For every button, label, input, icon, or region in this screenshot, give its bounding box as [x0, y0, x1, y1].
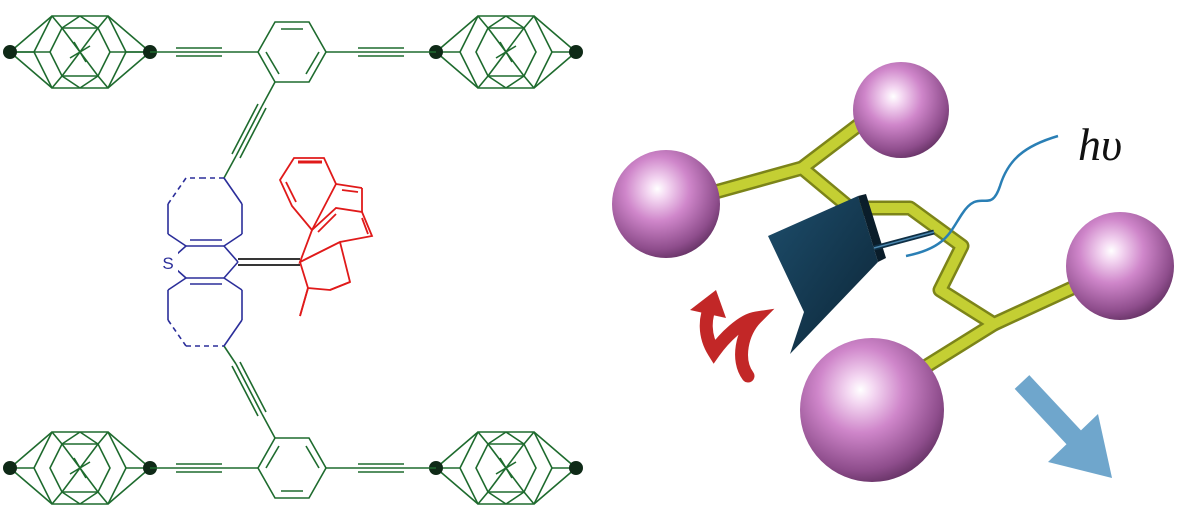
- wheel-top: [853, 62, 949, 158]
- bottom-linker: [150, 345, 436, 499]
- molecular-structure: S: [3, 15, 583, 505]
- light-wave-icon: [905, 134, 1059, 258]
- carborane-cage-top-left: [3, 15, 157, 89]
- wheel-bottom: [800, 338, 944, 482]
- top-linker: [150, 21, 436, 179]
- carborane-cage-top-right: [429, 15, 583, 89]
- carborane-cage-bottom-left: [3, 431, 157, 505]
- nanocar-model: hυ: [612, 62, 1174, 482]
- wheel-right: [1066, 212, 1174, 320]
- stator-core: [167, 177, 243, 347]
- rotor: [278, 157, 374, 317]
- central-double-bond: [238, 258, 300, 266]
- wheel-left: [612, 150, 720, 258]
- sulfur-label: S: [162, 254, 173, 273]
- motor-blade: [768, 194, 935, 354]
- light-label: hυ: [1078, 119, 1122, 170]
- sulfur-label-backdrop: [158, 252, 178, 274]
- carborane-cage-bottom-right: [429, 431, 583, 505]
- motion-direction-arrow-icon: [1014, 375, 1112, 478]
- rotation-arrow-icon: [690, 290, 775, 383]
